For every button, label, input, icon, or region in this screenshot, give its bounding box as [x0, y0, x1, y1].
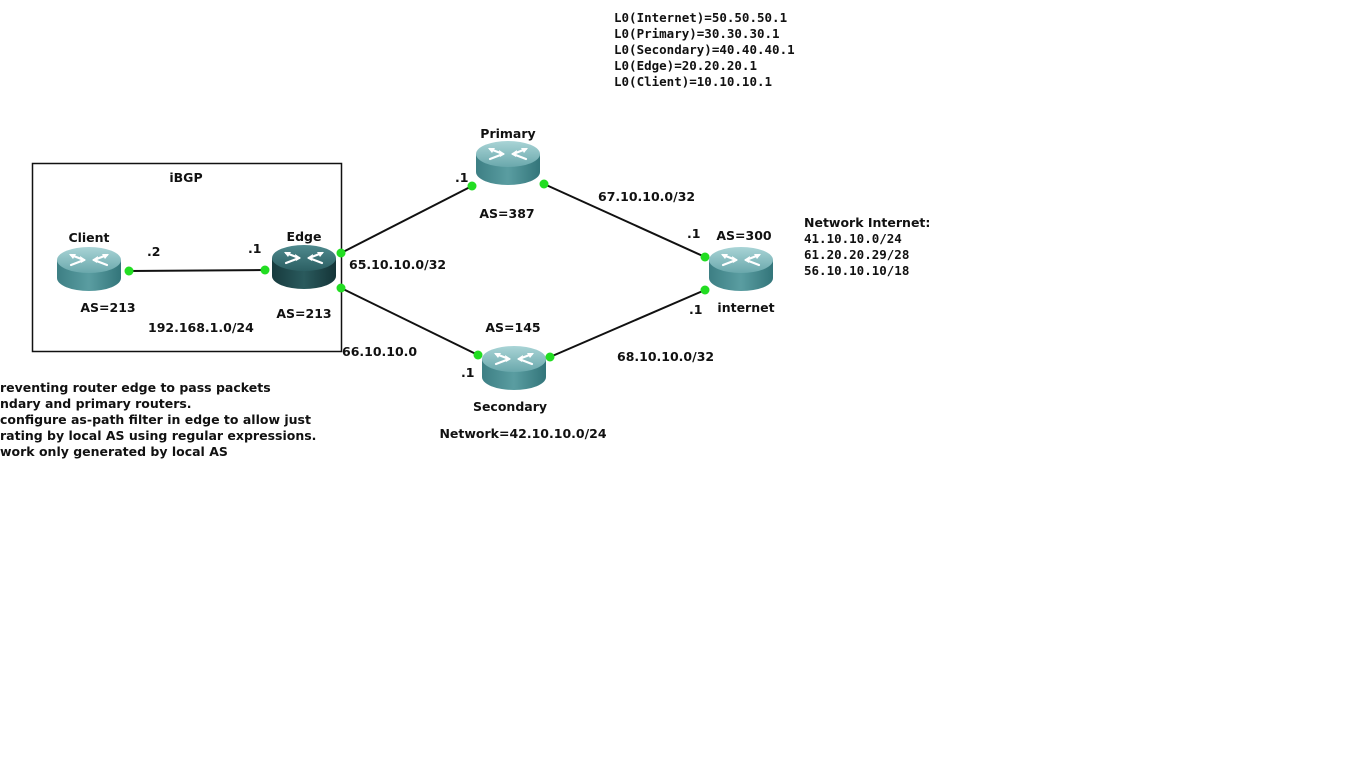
- router-internet[interactable]: [709, 247, 773, 291]
- port-client[interactable]: [124, 266, 134, 276]
- port-internet-primary[interactable]: [700, 252, 710, 262]
- ibgp-label: iBGP: [169, 170, 202, 185]
- port-edge-primary[interactable]: [336, 248, 346, 258]
- port-primary-internet[interactable]: [539, 179, 549, 189]
- router-secondary[interactable]: [482, 346, 546, 390]
- client-as: AS=213: [80, 300, 135, 315]
- network-internet-prefix: 41.10.10.0/24: [804, 231, 902, 246]
- note-line: rating by local AS using regular express…: [0, 428, 317, 443]
- primary-name: Primary: [480, 126, 535, 141]
- edge-name: Edge: [287, 229, 322, 244]
- link-client-edge[interactable]: [128, 269, 266, 272]
- loopback-primary: L0(Primary)=30.30.30.1: [614, 26, 780, 41]
- task-notes: reventing router edge to pass packets nd…: [0, 380, 400, 460]
- edge-as: AS=213: [276, 306, 331, 321]
- note-line: configure as-path filter in edge to allo…: [0, 412, 311, 427]
- note-line: work only generated by local AS: [0, 444, 228, 459]
- internet-name: internet: [717, 300, 774, 315]
- primary-if-label: .1: [455, 170, 468, 185]
- network-internet-prefix: 56.10.10.10/18: [804, 263, 910, 278]
- note-line: reventing router edge to pass packets: [0, 380, 271, 395]
- client-name: Client: [68, 230, 109, 245]
- port-edge-client[interactable]: [260, 265, 270, 275]
- network-internet-prefix: 61.20.20.29/28: [804, 247, 910, 262]
- internet-if-secondary-label: .1: [689, 302, 702, 317]
- loopback-edge: L0(Edge)=20.20.20.1: [614, 58, 757, 73]
- internet-as: AS=300: [716, 228, 772, 243]
- port-edge-secondary[interactable]: [336, 283, 346, 293]
- subnet-primary-internet: 67.10.10.0/32: [598, 189, 695, 204]
- router-client[interactable]: [57, 247, 121, 291]
- port-secondary-internet[interactable]: [545, 352, 555, 362]
- primary-as: AS=387: [479, 206, 534, 221]
- loopback-client: L0(Client)=10.10.10.1: [614, 74, 773, 89]
- loopback-internet: L0(Internet)=50.50.50.1: [614, 10, 788, 25]
- router-primary[interactable]: [476, 141, 540, 185]
- port-indicators: [124, 179, 710, 362]
- client-if-label: .2: [147, 244, 160, 259]
- ibgp-boundary-box: [31, 162, 343, 353]
- router-edge[interactable]: [272, 245, 336, 289]
- subnet-edge-primary: 65.10.10.0/32: [349, 257, 446, 272]
- subnet-edge-secondary: 66.10.10.0: [342, 344, 417, 359]
- subnet-client-edge: 192.168.1.0/24: [148, 320, 254, 335]
- secondary-network: Network=42.10.10.0/24: [439, 426, 606, 441]
- port-primary-edge[interactable]: [467, 181, 477, 191]
- links: [128, 183, 706, 358]
- port-internet-secondary[interactable]: [700, 285, 710, 295]
- secondary-name: Secondary: [473, 399, 547, 414]
- loopback-secondary: L0(Secondary)=40.40.40.1: [614, 42, 795, 57]
- network-internet-list: Network Internet: 41.10.10.0/24 61.20.20…: [804, 215, 930, 279]
- secondary-as: AS=145: [485, 320, 540, 335]
- link-edge-primary[interactable]: [340, 185, 473, 254]
- link-edge-secondary[interactable]: [340, 287, 479, 356]
- internet-if-primary-label: .1: [687, 226, 700, 241]
- loopback-list: L0(Internet)=50.50.50.1 L0(Primary)=30.3…: [614, 10, 795, 90]
- note-line: ndary and primary routers.: [0, 396, 192, 411]
- subnet-secondary-internet: 68.10.10.0/32: [617, 349, 714, 364]
- link-secondary-internet[interactable]: [549, 289, 706, 358]
- network-internet-title: Network Internet:: [804, 215, 931, 230]
- edge-if-label: .1: [248, 241, 261, 256]
- secondary-if-label: .1: [461, 365, 474, 380]
- link-primary-internet[interactable]: [543, 183, 706, 258]
- port-secondary-edge[interactable]: [473, 350, 483, 360]
